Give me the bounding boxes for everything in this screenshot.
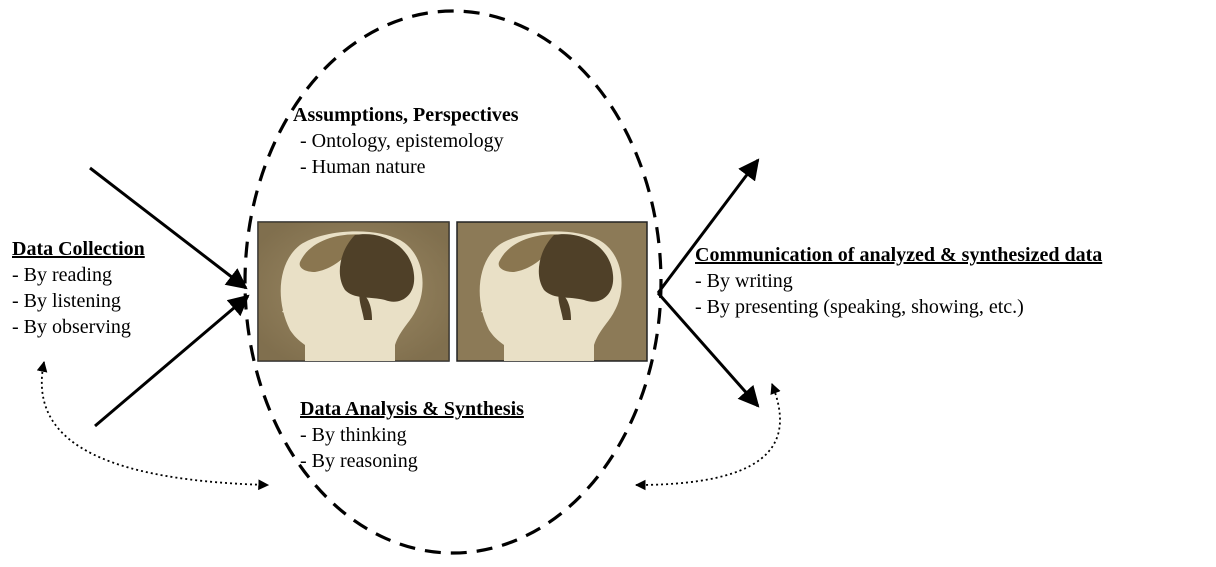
collection-item-2: - By listening (12, 288, 145, 314)
collection-heading: Data Collection (12, 236, 145, 262)
communication-block: Communication of analyzed & synthesized … (695, 242, 1102, 320)
communication-heading: Communication of analyzed & synthesized … (695, 242, 1102, 268)
assumptions-heading: Assumptions, Perspectives (293, 102, 519, 128)
collection-item-1: - By reading (12, 262, 145, 288)
collection-block: Data Collection - By reading - By listen… (12, 236, 145, 340)
analysis-item-2: - By reasoning (300, 448, 524, 474)
analysis-heading: Data Analysis & Synthesis (300, 396, 524, 422)
assumptions-item-1: - Ontology, epistemology (300, 128, 519, 154)
analysis-item-1: - By thinking (300, 422, 524, 448)
analysis-block: Data Analysis & Synthesis - By thinking … (300, 396, 524, 474)
head-image-left (258, 222, 449, 361)
communication-item-2: - By presenting (speaking, showing, etc.… (695, 294, 1102, 320)
collection-item-3: - By observing (12, 314, 145, 340)
communication-item-1: - By writing (695, 268, 1102, 294)
feedback-curve-right (636, 384, 780, 485)
head-image-right (457, 222, 647, 361)
assumptions-block: Assumptions, Perspectives - Ontology, ep… (293, 102, 519, 180)
assumptions-item-2: - Human nature (300, 154, 519, 180)
feedback-curve-left (42, 362, 268, 485)
